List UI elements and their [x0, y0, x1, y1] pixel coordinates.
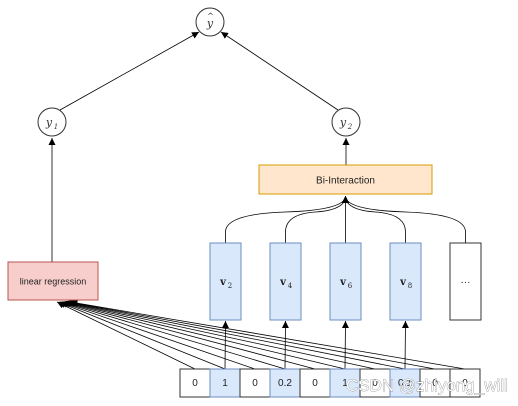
bi-interaction-box: Bi-Interaction: [258, 164, 433, 195]
output-node-y-hat: y ^: [195, 7, 225, 37]
input-cell-value: 0: [432, 378, 438, 389]
node-y2: y 2: [331, 107, 361, 137]
input-cell: 0.2: [269, 368, 301, 398]
input-cell: 0.1: [389, 368, 421, 398]
input-cell: 0: [449, 368, 481, 398]
edge-y1-to-yhat: [59, 31, 200, 111]
embedding-label: v: [339, 277, 347, 288]
edge-input-to-lr: [67, 299, 406, 370]
linear-regression-label: linear regression: [20, 277, 87, 287]
edge-emb-to-bi: [285, 195, 349, 243]
input-cell: 0: [419, 368, 451, 398]
input-cell: 1: [209, 368, 241, 398]
input-cell: 0: [239, 368, 271, 398]
linear-regression-box: linear regression: [7, 261, 99, 301]
ellipsis-box: ···: [449, 242, 482, 321]
svg-text:y: y: [339, 116, 347, 129]
edge-input-to-lr: [56, 301, 196, 370]
embedding-label: v: [219, 277, 227, 288]
embedding-label: v: [399, 277, 407, 288]
embedding-subscript: 8: [408, 282, 412, 290]
input-cell-value: 1: [222, 378, 228, 389]
edge-y2-to-yhat: [220, 31, 339, 111]
input-cell: 0: [299, 368, 331, 398]
input-cell-value: 0: [462, 378, 468, 389]
edge-input-to-lr: [61, 300, 286, 370]
input-vector: 0 1 0 0.2 0 1 0 0.1 0 0: [179, 368, 481, 398]
input-cell: 0: [359, 368, 391, 398]
edge-input-to-lr: [65, 300, 376, 370]
edges: [48, 31, 466, 370]
bi-interaction-label: Bi-Interaction: [316, 176, 375, 187]
input-cell: 1: [329, 368, 361, 398]
embedding-subscript: 2: [228, 282, 232, 290]
edge-input-to-lr: [58, 301, 226, 370]
svg-text:^: ^: [207, 12, 214, 21]
svg-text:1: 1: [54, 123, 58, 131]
edge-input-to-lr: [62, 300, 316, 370]
svg-text:2: 2: [347, 123, 353, 131]
watermark: CSDN @zhiyong_will: [346, 376, 508, 395]
edge-emb-to-bi: [342, 195, 406, 243]
input-cell-value: 1: [342, 378, 348, 389]
input-cell-value: 0: [192, 378, 198, 389]
svg-text:y: y: [45, 116, 53, 129]
node-y1: y 1: [37, 107, 67, 137]
edge-input-to-lr: [59, 300, 256, 370]
edge-input-to-lr: [70, 299, 466, 370]
svg-text:···: ···: [461, 277, 471, 288]
input-cell-value: 0: [372, 378, 378, 389]
input-cell-value: 0: [312, 378, 318, 389]
edge-input-to-embedding: [401, 320, 409, 370]
input-cell-value: 0.1: [398, 378, 412, 389]
edge-input-to-lr: [68, 299, 436, 370]
embedding-subscript: 4: [288, 282, 293, 290]
svg-text:y: y: [206, 17, 214, 30]
edge-emb-to-bi: [225, 195, 349, 243]
embedding-subscript: 6: [348, 282, 353, 290]
embedding-label: v: [279, 277, 287, 288]
input-cell-value: 0: [252, 378, 258, 389]
edge-input-to-lr: [64, 300, 346, 370]
input-cell-value: 0.2: [278, 378, 292, 389]
edge-input-to-embedding: [341, 320, 349, 370]
edge-emb-to-bi: [342, 195, 466, 243]
input-cell: 0: [179, 368, 211, 398]
